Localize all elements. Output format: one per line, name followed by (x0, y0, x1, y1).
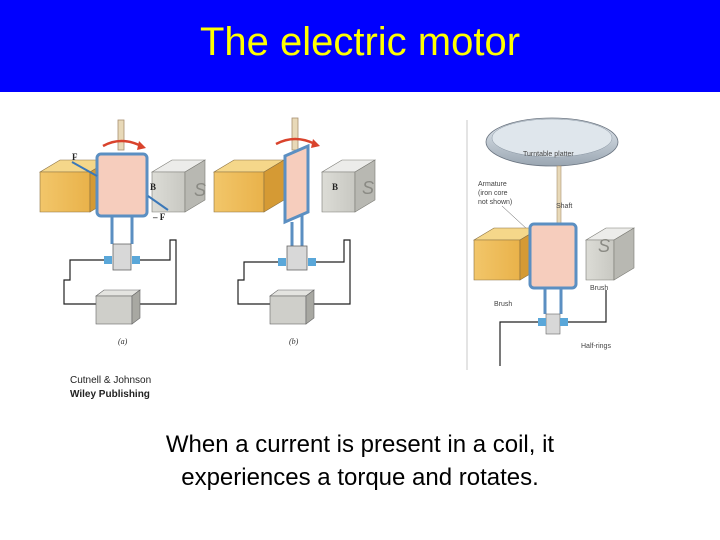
platter-label: Turntable platter (523, 151, 574, 158)
force-top-label: F (72, 152, 78, 162)
slide-title: The electric motor (0, 20, 720, 65)
field-label-b: B (332, 182, 338, 192)
motor-figure: S F – F B (a) S (0, 92, 720, 422)
brush-left-label: Brush (494, 301, 512, 308)
panel-b: S B (b) (214, 118, 375, 346)
caption-line-1: When a current is present in a coil, it (80, 428, 640, 461)
magnet-s-b: S (362, 178, 374, 198)
caption-line-2: experiences a torque and rotates. (80, 461, 640, 494)
panel-b-label: (b) (289, 337, 299, 346)
slide-caption: When a current is present in a coil, it … (80, 428, 640, 494)
field-label-a: B (150, 182, 156, 192)
magnet-s-a: S (194, 180, 206, 200)
panel-a: S F – F B (a) (40, 120, 206, 346)
armature-label-3: not shown) (478, 199, 512, 206)
half-rings-label: Half-rings (581, 343, 611, 350)
magnet-s-c: S (598, 236, 610, 256)
credit-author: Cutnell & Johnson (70, 375, 151, 386)
armature-label-1: Armature (478, 181, 507, 188)
force-bottom-label: – F (152, 212, 166, 222)
shaft-label: Shaft (556, 203, 572, 210)
armature-label-2: (iron core (478, 190, 508, 197)
panel-c: Turntable platter Armature (iron core no… (467, 118, 634, 370)
panel-a-label: (a) (118, 337, 128, 346)
credit-publisher: Wiley Publishing (70, 389, 150, 400)
